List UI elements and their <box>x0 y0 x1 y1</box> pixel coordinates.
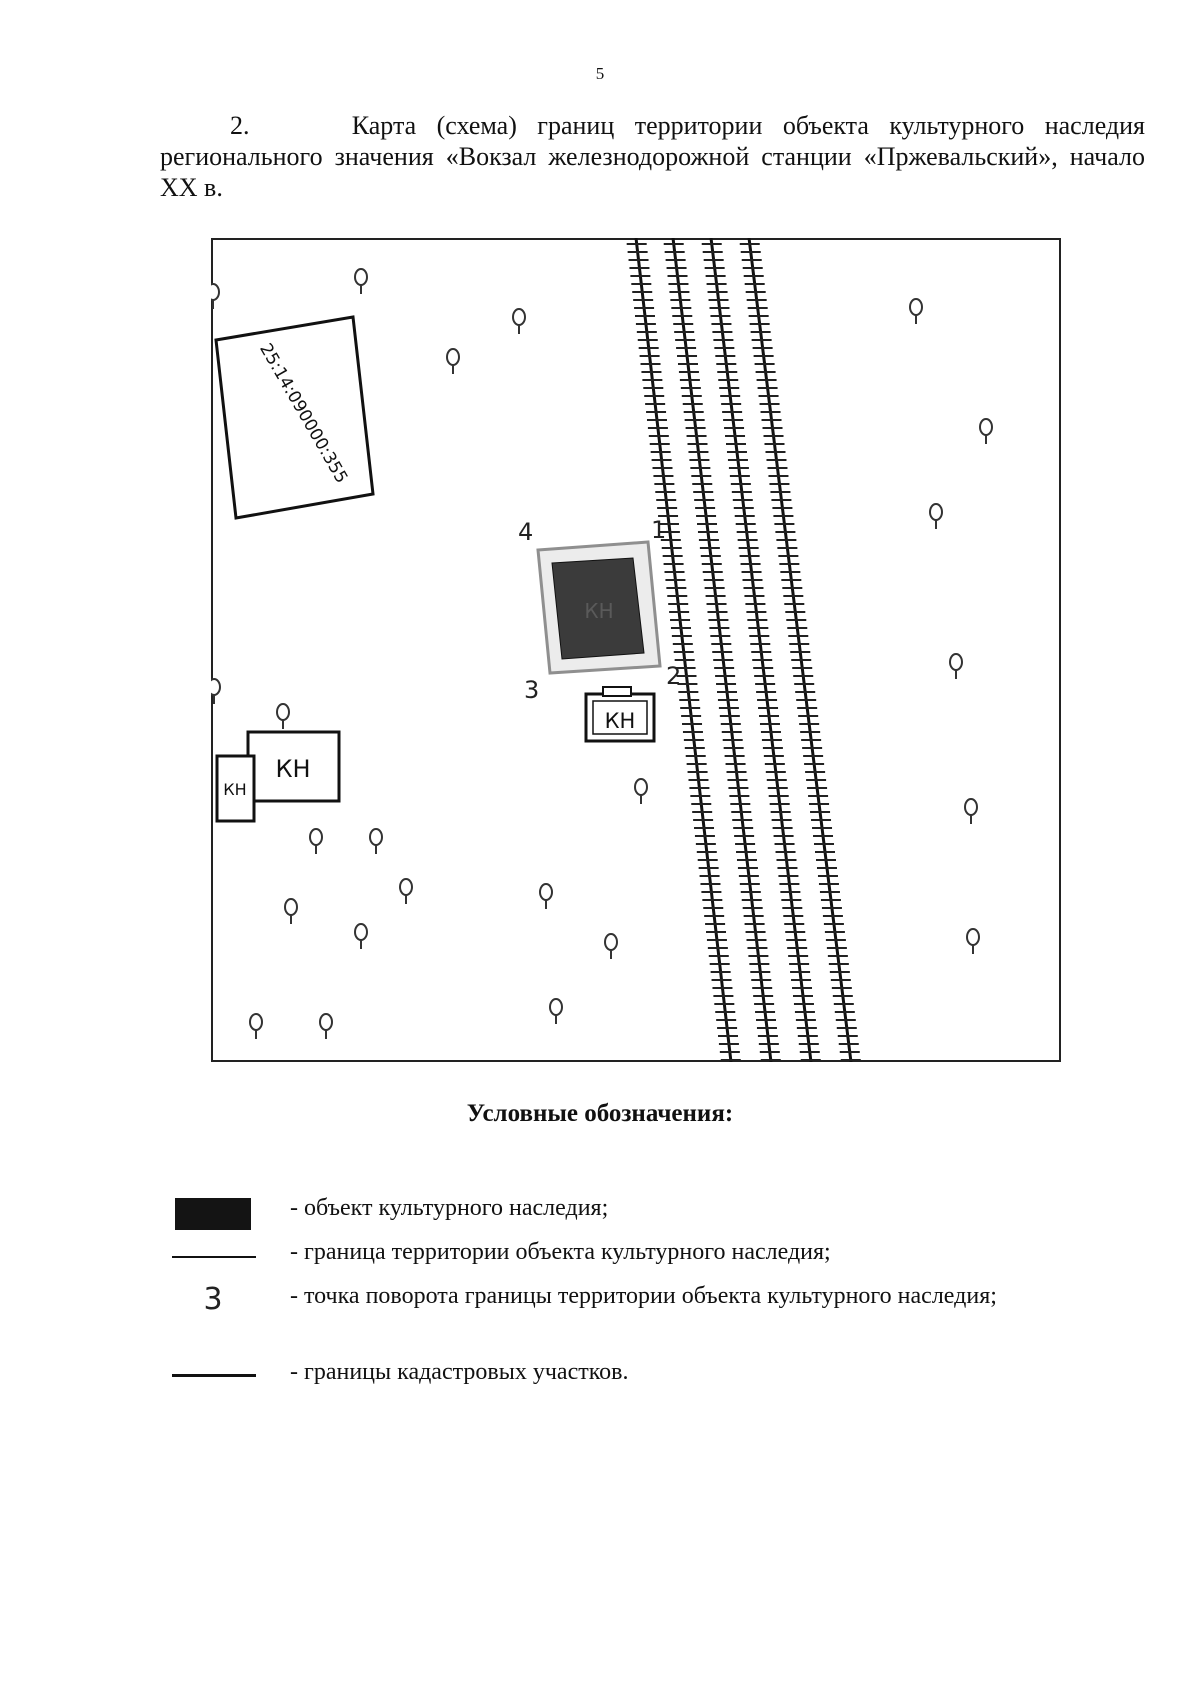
object-label: КН <box>584 599 613 623</box>
railway-track-4 <box>739 238 861 1062</box>
railway-track-3 <box>701 238 821 1062</box>
point-label-3: 3 <box>524 676 539 704</box>
legend-item-territory-boundary: - граница территории объекта культурного… <box>170 1234 1050 1278</box>
point-number-symbol: 3 <box>170 1278 260 1318</box>
legend-item-cadastral-boundary: - границы кадастровых участков. <box>170 1354 1050 1398</box>
legend-text: - границы кадастровых участков. <box>290 1359 629 1385</box>
page-number: 5 <box>595 64 605 83</box>
railway-track-1 <box>626 238 741 1062</box>
map-frame: 25:14:090000:355 КН 1 2 3 4 КН КН КН <box>211 238 1061 1062</box>
heritage-object: КН <box>536 540 662 675</box>
legend-item-object: - объект культурного наследия; <box>170 1190 1050 1234</box>
boundary-map: 25:14:090000:355 КН 1 2 3 4 КН КН КН <box>211 238 1061 1062</box>
legend-text: - объект культурного наследия; <box>290 1195 609 1221</box>
building-label-2: КН <box>275 755 310 783</box>
point-label-1: 1 <box>651 516 666 544</box>
railway-tracks <box>626 238 861 1062</box>
legend-text: - граница территории объекта культурного… <box>290 1239 831 1265</box>
object-fill-symbol <box>170 1190 260 1230</box>
thin-line-symbol <box>170 1234 260 1274</box>
map-caption: 2. Карта (схема) границ территории объек… <box>160 111 1145 202</box>
railway-track-2 <box>663 238 781 1062</box>
thick-line-symbol <box>170 1354 260 1394</box>
buildings: КН КН КН <box>215 686 656 823</box>
legend-title: Условные обозначения: <box>466 1100 734 1127</box>
legend-text: - точка поворота границы территории объе… <box>290 1283 997 1309</box>
building-label-1: КН <box>605 709 636 733</box>
building-label-3: КН <box>223 780 246 799</box>
legend-item-turning-point: 3 - точка поворота границы территории об… <box>170 1278 1050 1354</box>
point-label-4: 4 <box>518 518 533 546</box>
cadastral-parcel: 25:14:090000:355 <box>214 315 375 520</box>
point-label-2: 2 <box>666 662 681 690</box>
point-digit: 3 <box>203 1282 223 1317</box>
boundary-points: 1 2 3 4 <box>518 516 681 704</box>
legend: - объект культурного наследия; - граница… <box>170 1190 1050 1398</box>
